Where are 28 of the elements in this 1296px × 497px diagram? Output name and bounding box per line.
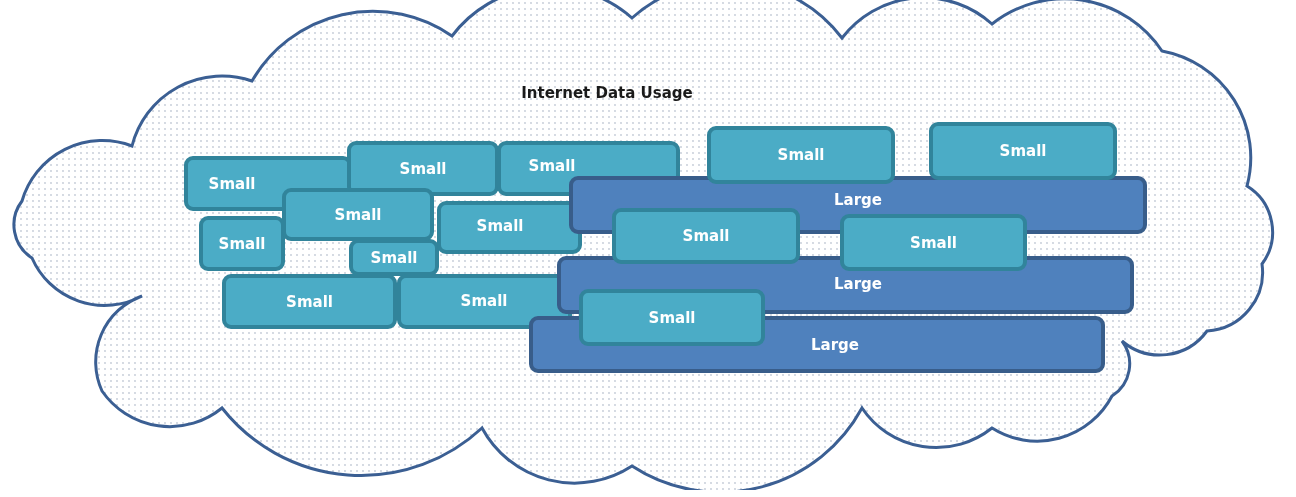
block-label: Small [528, 157, 576, 175]
small-block [199, 216, 285, 271]
block-label: Small [777, 146, 825, 164]
small-block [707, 126, 895, 184]
block-label: Small [370, 248, 418, 267]
block-label: Small [208, 175, 256, 193]
small-block [612, 208, 800, 264]
block-label: Small [999, 142, 1047, 160]
small-block [840, 214, 1027, 271]
block-label: Small [910, 233, 957, 252]
block-label: Small [399, 159, 447, 178]
small-block [347, 141, 499, 196]
block-label: Small [334, 205, 382, 224]
small-block [437, 201, 582, 254]
block-label: Large [811, 336, 859, 354]
small-block [222, 274, 397, 329]
block-label: Large [834, 275, 882, 293]
block-label: Small [218, 234, 266, 253]
small-block [579, 289, 765, 346]
block-label: Small [682, 227, 730, 245]
small-block [282, 188, 434, 241]
block-label: Small [648, 308, 696, 327]
block-label: Small [460, 292, 508, 310]
small-block [929, 122, 1117, 180]
block-label: Large [834, 191, 882, 209]
block-label: Small [286, 292, 333, 311]
block-label: Small [476, 217, 524, 235]
cloud-title: Internet Data Usage [521, 84, 693, 102]
